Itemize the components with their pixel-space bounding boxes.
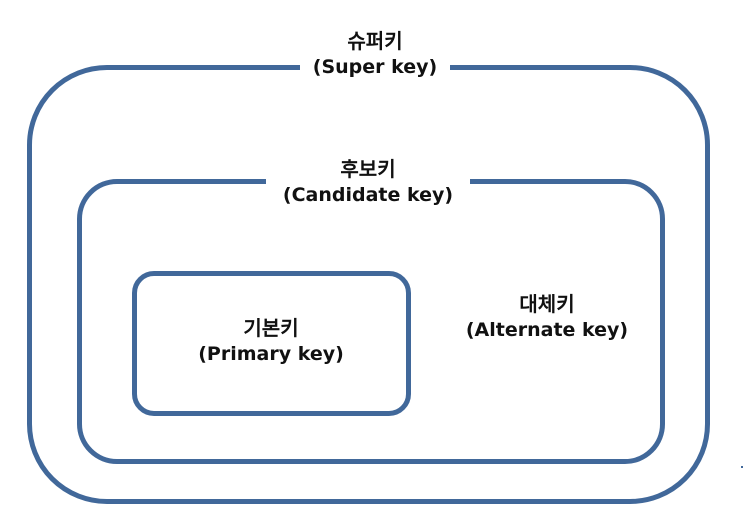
- candidate-key-korean: 후보키: [340, 157, 396, 181]
- primary-key-label: 기본키 (Primary key): [190, 315, 352, 367]
- primary-key-korean: 기본키: [243, 316, 299, 340]
- super-key-label: 슈퍼키 (Super key): [300, 28, 450, 80]
- alternate-key-english: (Alternate key): [465, 319, 629, 341]
- primary-key-box: [132, 271, 411, 416]
- candidate-key-label: 후보키 (Candidate key): [266, 156, 470, 208]
- primary-key-english: (Primary key): [198, 343, 344, 365]
- alternate-key-korean: 대체키: [519, 292, 575, 316]
- super-key-korean: 슈퍼키: [347, 29, 403, 53]
- alternate-key-label: 대체키 (Alternate key): [463, 291, 631, 343]
- candidate-key-english: (Candidate key): [282, 184, 454, 206]
- super-key-english: (Super key): [312, 56, 438, 78]
- stray-dot: [741, 466, 743, 468]
